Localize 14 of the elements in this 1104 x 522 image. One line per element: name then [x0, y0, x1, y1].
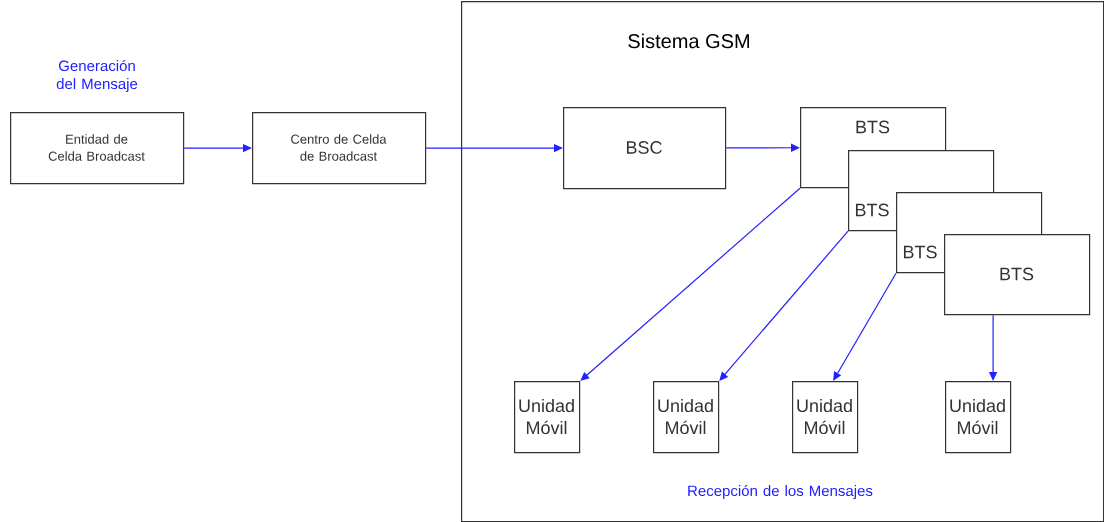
station-box: BTS	[944, 234, 1091, 316]
stage-label: Generación del Mensaje	[56, 59, 138, 93]
arrow	[719, 230, 849, 381]
process-box: Centro de Celda de Broadcast	[252, 112, 427, 185]
unit-box: Unidad Móvil	[792, 381, 859, 454]
stage-label: Recepción de los Mensajes	[688, 484, 873, 500]
arrow	[833, 272, 897, 381]
arrow	[725, 143, 800, 152]
unit-box: Unidad Móvil	[945, 381, 1012, 454]
unit-box: Unidad Móvil	[653, 381, 720, 454]
unit-box: Unidad Móvil	[514, 381, 581, 454]
process-box: Entidad de Celda Broadcast	[10, 112, 185, 185]
process-box: BSC	[563, 107, 727, 190]
arrow	[580, 187, 801, 381]
